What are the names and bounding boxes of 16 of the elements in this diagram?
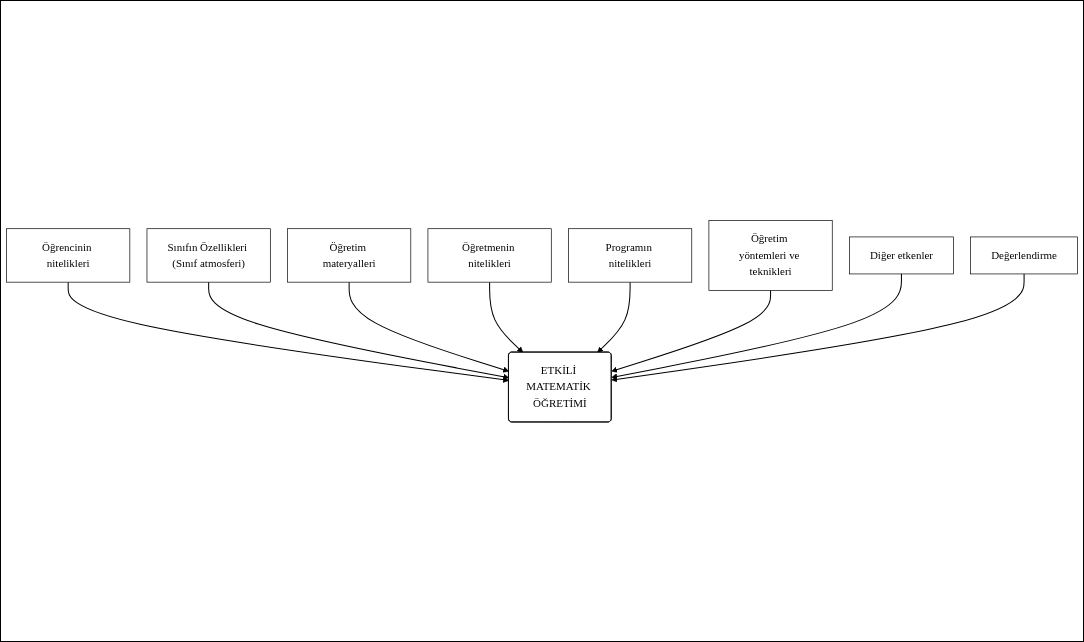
arrow bbox=[208, 281, 510, 380]
node-box: Öğretmenin nitelikleri bbox=[427, 228, 552, 283]
arrow bbox=[611, 273, 902, 380]
arrow bbox=[611, 289, 772, 373]
node-box: Öğretim materyalleri bbox=[287, 228, 412, 283]
arrow bbox=[348, 281, 510, 373]
arrow bbox=[67, 281, 510, 383]
node-box: Öğretim yöntemleri ve teknikleri bbox=[708, 219, 833, 291]
node-box: Öğrencinin nitelikleri bbox=[6, 228, 131, 283]
node-box: Programın nitelikleri bbox=[568, 228, 693, 283]
node-box: Değerlendirme bbox=[970, 236, 1078, 275]
arrow bbox=[611, 273, 1025, 383]
node-box: Diğer etkenler bbox=[849, 236, 954, 275]
node-box: Sınıfın Özellikleri (Sınıf atmosferi) bbox=[146, 228, 271, 283]
arrow bbox=[489, 281, 524, 353]
arrow bbox=[597, 281, 631, 353]
